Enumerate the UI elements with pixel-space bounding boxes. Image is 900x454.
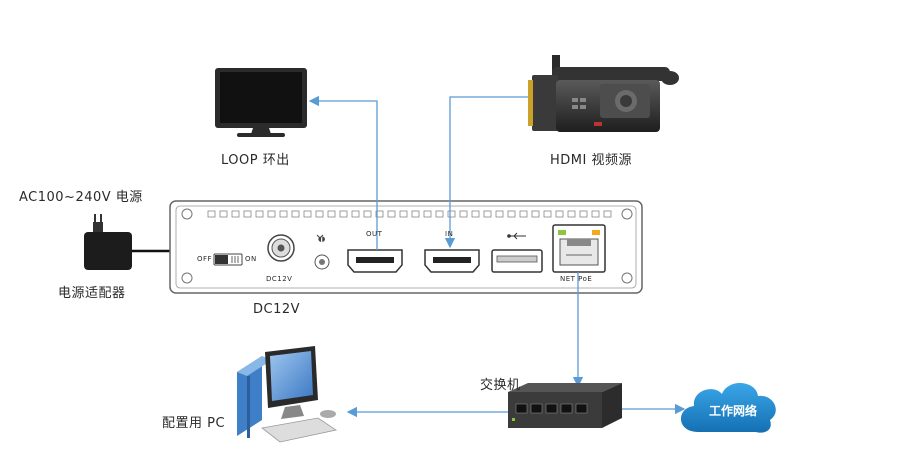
loop-monitor-icon — [215, 68, 307, 137]
in-silkscreen: IN — [445, 230, 454, 238]
rj45-net-poe-port — [552, 224, 606, 273]
connection-lines — [308, 95, 686, 418]
usb-port — [491, 232, 543, 273]
encoder-device: ◖◗ — [169, 200, 643, 294]
pc-icon — [237, 346, 338, 443]
switch-off-label: OFF — [197, 255, 213, 263]
switch-label: 交换机 — [480, 378, 521, 393]
network-label: 工作网络 — [708, 404, 757, 418]
switch-on-label: ON — [245, 255, 257, 263]
vent-slots — [207, 210, 612, 218]
hdmi-out-port — [347, 249, 403, 273]
loop-out-line — [308, 95, 378, 250]
power-adapter-icon — [84, 214, 132, 270]
ac-input-label: AC100~240V 电源 — [19, 190, 143, 205]
loop-label: LOOP 环出 — [221, 153, 290, 168]
hdmi-in-port — [424, 249, 480, 273]
dc12v-silkscreen: DC12V — [266, 275, 293, 283]
svg-text:◖◗: ◖◗ — [318, 235, 326, 243]
audio-jack-port: ◖◗ — [314, 234, 330, 270]
hdmi-in-line — [444, 96, 528, 249]
video-camera-icon — [528, 55, 679, 132]
out-silkscreen: OUT — [366, 230, 383, 238]
network-switch-icon — [508, 383, 622, 428]
hdmi-source-label: HDMI 视频源 — [550, 153, 632, 168]
cloud-network-icon — [680, 382, 776, 433]
dc-label: DC12V — [253, 302, 301, 317]
pc-label: 配置用 PC — [162, 416, 226, 431]
dc-jack-port — [267, 234, 295, 262]
net-poe-silkscreen: NET PoE — [560, 275, 593, 283]
adapter-label: 电源适配器 — [58, 286, 126, 301]
